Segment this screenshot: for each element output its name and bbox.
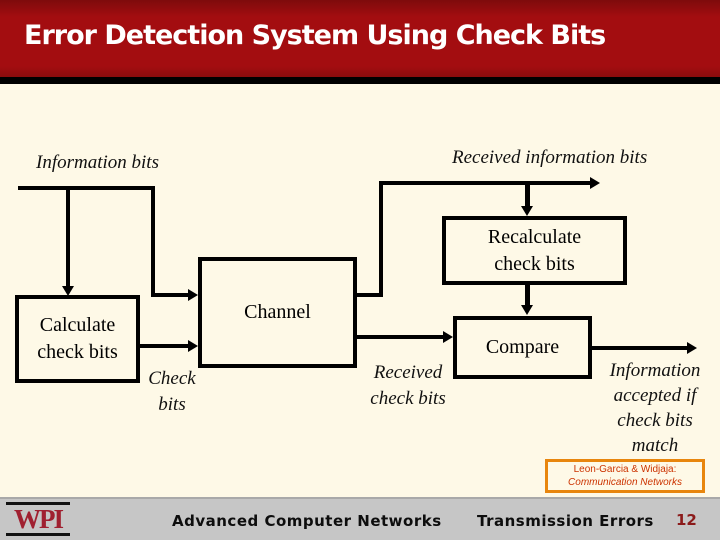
connector-received-info-horizontal [379,181,591,185]
footer-topic-name: Transmission Errors [477,512,654,530]
compare-box: Compare [453,316,592,379]
arrowhead-compare-output [687,342,697,354]
connector-info-into-channel [151,293,189,297]
channel-box: Channel [198,257,357,368]
connector-received-check-bits [357,335,444,339]
label-accepted-line2: accepted if [613,385,697,406]
arrowhead-into-compare-left [443,331,453,343]
label-check-bits: Check bits [130,366,214,418]
label-received-check-bits-line2: check bits [370,388,446,409]
connector-info-bits-top [18,186,155,190]
wpi-logo-text: WPI [14,503,64,534]
arrowhead-into-recalculate [521,206,533,216]
connector-channel-out-top [357,293,383,297]
recalculate-box-line1: Recalculate [487,225,582,248]
wpi-logo: WPI [6,502,70,536]
label-accepted-line1: Information [609,360,701,381]
label-received-check-bits: Received check bits [352,360,464,412]
connector-recalculate-to-compare [525,285,530,306]
label-accepted-line4: match [631,435,679,456]
calculate-box-line1: Calculate [39,314,116,336]
connector-compare-output [592,346,688,350]
label-received-information-bits: Received information bits [452,147,648,168]
connector-info-branch-vertical [151,186,155,297]
connector-check-bits [140,344,189,348]
slide-title: Error Detection System Using Check Bits [24,20,606,51]
reference-book-title: Communication Networks [568,477,682,488]
calculate-box-line2: check bits [37,341,118,363]
arrowhead-into-compare-top [521,305,533,315]
label-information-accepted: Information accepted if check bits match [593,358,717,458]
calculate-check-bits-box: Calculate check bits [15,295,140,383]
connector-into-recalculate [525,183,530,207]
arrowhead-received-info-out [590,177,600,189]
label-check-bits-line1: Check [148,368,196,389]
label-received-check-bits-line1: Received [373,362,443,383]
connector-received-info-vertical [379,183,383,297]
reference-citation-box: Leon-Garcia & Widjaja: Communication Net… [545,459,705,493]
compare-box-label: Compare [485,336,560,358]
recalculate-box-line2: check bits [494,252,575,275]
arrowhead-info-into-channel [188,289,198,301]
channel-box-label: Channel [244,301,311,323]
page-number: 12 [676,511,697,529]
footer-course-name: Advanced Computer Networks [172,512,442,530]
footer-band [0,497,720,540]
connector-info-to-calculate [66,186,70,286]
recalculate-check-bits-box: Recalculate check bits [442,216,627,285]
title-separator [0,77,720,84]
label-information-bits: Information bits [36,152,159,173]
title-bar: Error Detection System Using Check Bits [0,0,720,77]
label-check-bits-line2: bits [158,394,186,415]
arrowhead-into-calculate [62,286,74,296]
arrowhead-check-bits-into-channel [188,340,198,352]
label-accepted-line3: check bits [617,410,693,431]
reference-authors: Leon-Garcia & Widjaja: [573,464,677,475]
